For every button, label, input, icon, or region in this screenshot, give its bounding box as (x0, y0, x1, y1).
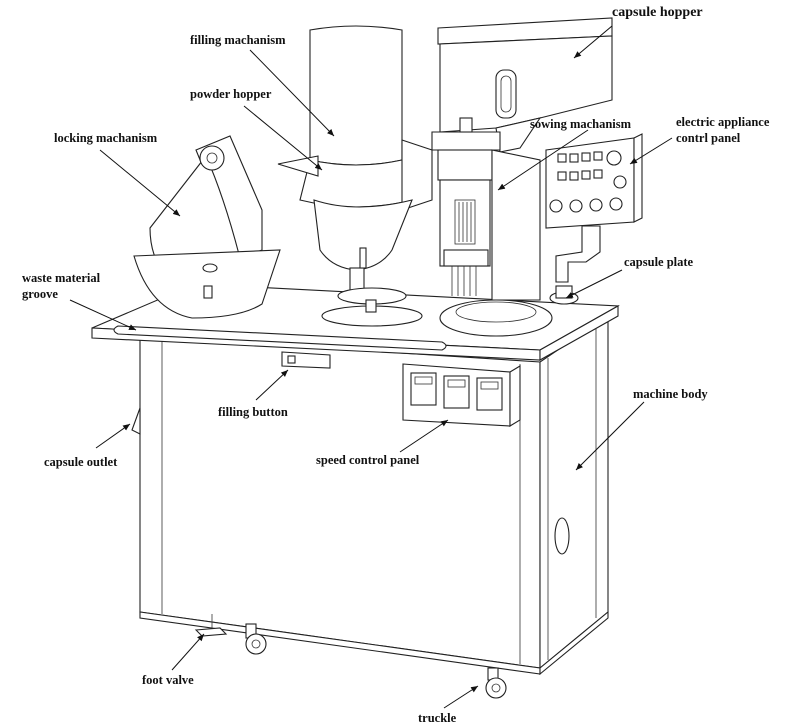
machine-body (139, 314, 609, 670)
leader-truckle (443, 685, 479, 709)
truckle-rear (485, 667, 507, 699)
leader-locking-mechanism (99, 149, 181, 217)
label-capsule-plate: capsule plate (624, 255, 694, 269)
leader-powder-hopper (243, 105, 323, 171)
capsule-outlet (131, 407, 141, 435)
leader-machine-body (575, 401, 645, 471)
leader-speed-control-panel (399, 419, 449, 453)
label-filling-mechanism: filling machanism (190, 33, 286, 47)
locking-mechanism (133, 135, 281, 319)
sowing-mechanism (431, 117, 541, 301)
leader-capsule-plate (565, 269, 623, 299)
leader-foot-valve (171, 633, 205, 671)
leader-capsule-outlet (95, 423, 131, 449)
label-speed-control-panel: speed control panel (316, 453, 420, 467)
label-powder-hopper: powder hopper (190, 87, 272, 101)
leader-sowing-mechanism (497, 129, 589, 191)
label-locking-mechanism: locking machanism (54, 131, 158, 145)
label-capsule-outlet: capsule outlet (44, 455, 118, 469)
label-waste-groove-line2: groove (22, 287, 58, 301)
powder-hopper (313, 199, 423, 327)
leader-electric-panel (629, 137, 673, 165)
label-electric-panel-line1: electric appliance (676, 115, 770, 129)
truckle-front (245, 623, 267, 655)
label-filling-button: filling button (218, 405, 288, 419)
leader-waste-groove (69, 299, 137, 331)
base-frame (139, 610, 609, 676)
capsule-plate (439, 285, 579, 337)
label-sowing-mechanism: sowing machanism (530, 117, 632, 131)
label-electric-panel-line2: contrl panel (676, 131, 741, 145)
callout-labels: capsule hopper filling machanism powder … (22, 5, 770, 725)
body-access-port (554, 517, 570, 555)
waste-material-groove (113, 325, 447, 351)
leader-filling-mechanism (249, 49, 335, 137)
leader-filling-button (255, 369, 289, 401)
label-foot-valve: foot valve (142, 673, 194, 687)
filling-button (281, 351, 331, 369)
filling-mechanism (277, 25, 433, 211)
label-truckle: truckle (418, 711, 457, 725)
leader-lines (69, 25, 673, 709)
electric-control-panel (545, 133, 643, 283)
leader-capsule-hopper (573, 25, 613, 59)
capsule-hopper (437, 17, 613, 153)
speed-control-panel (402, 363, 521, 427)
label-capsule-hopper: capsule hopper (612, 5, 703, 20)
label-waste-groove-line1: waste material (22, 271, 101, 285)
label-machine-body: machine body (633, 387, 708, 401)
